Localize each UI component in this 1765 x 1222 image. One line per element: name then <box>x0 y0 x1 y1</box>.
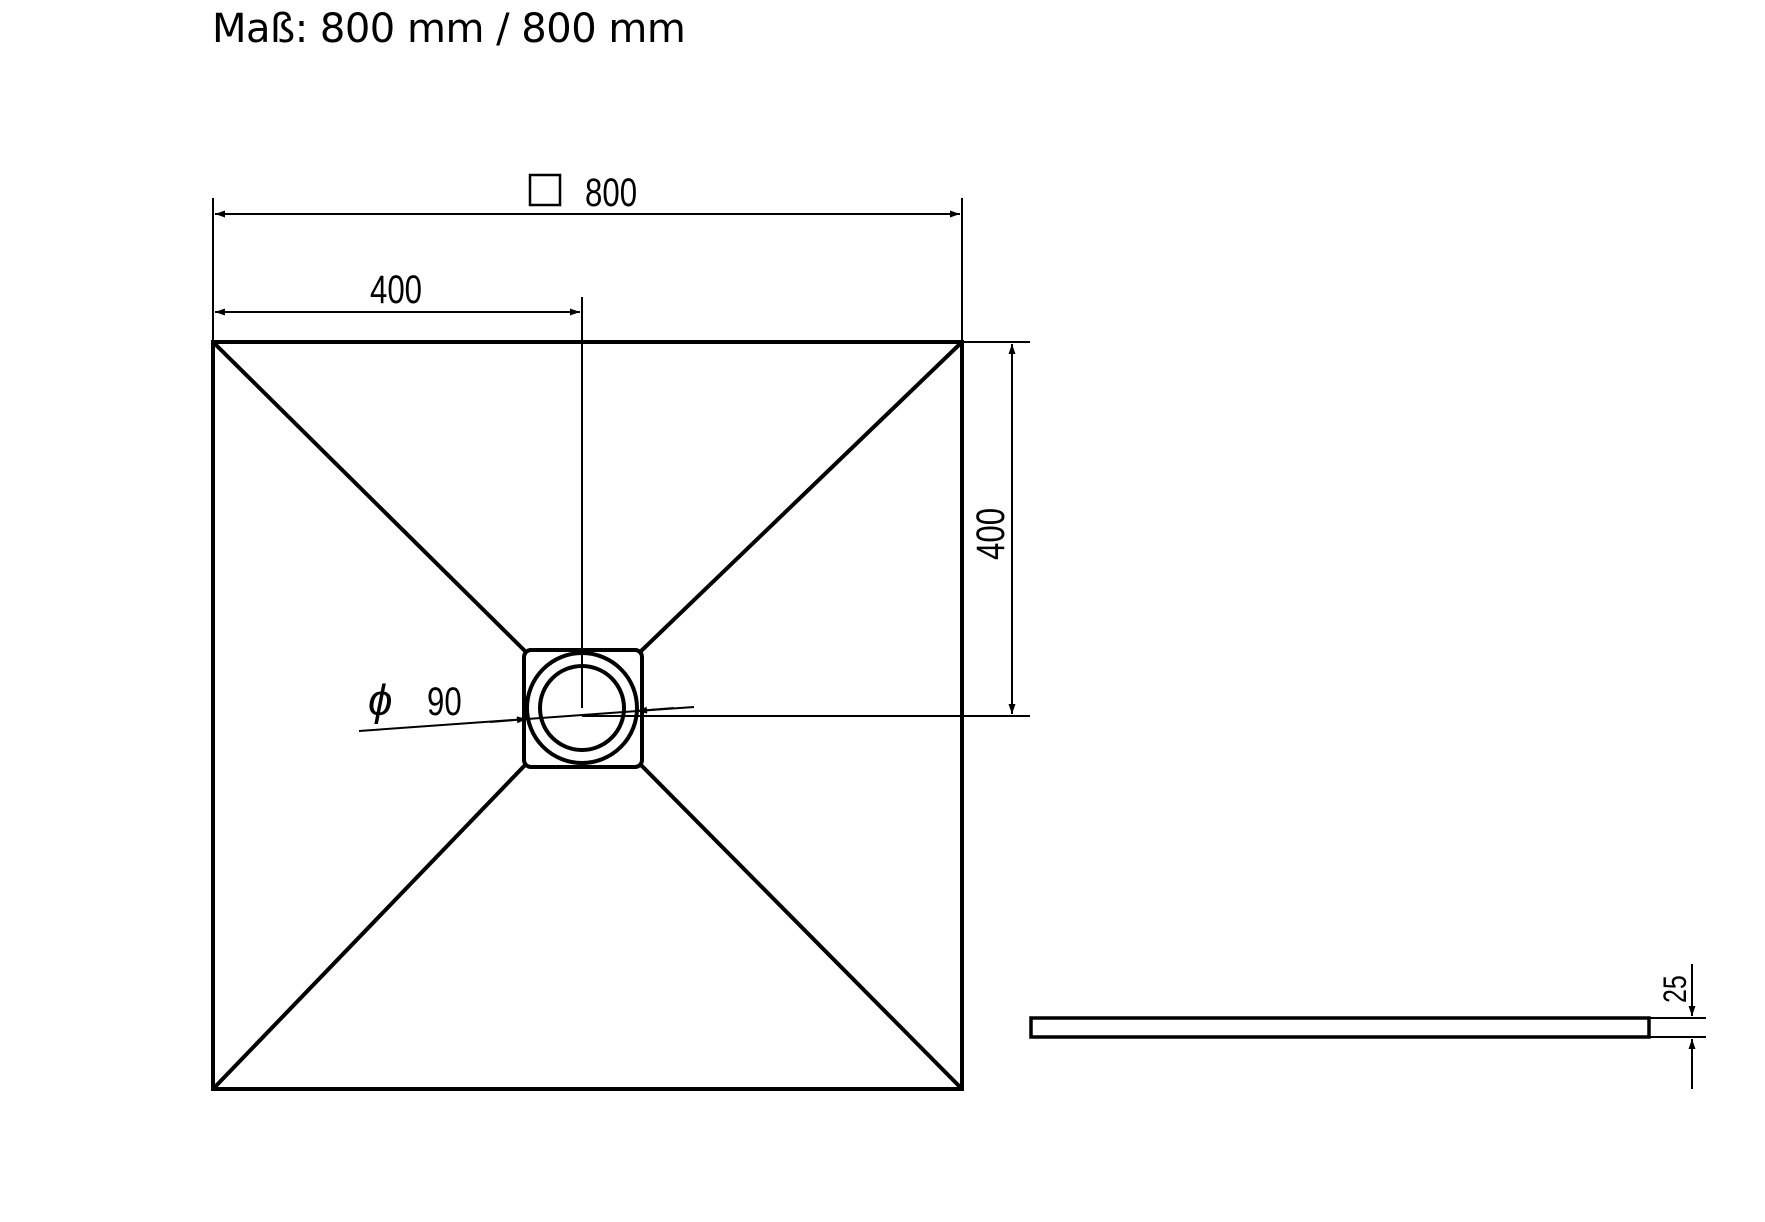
horizontal-offset-label: 400 <box>370 267 422 312</box>
tray-height-label: 25 <box>1658 975 1694 1003</box>
square-symbol-icon <box>528 173 562 207</box>
tray-side-profile <box>1029 1016 1651 1039</box>
vertical-offset-label: 400 <box>968 508 1013 560</box>
slope-line-tr <box>636 340 964 656</box>
slope-line-br <box>636 760 964 1091</box>
dimension-height <box>1649 964 1706 1089</box>
slope-line-bl <box>211 760 530 1091</box>
dimension-vertical-offset <box>582 341 1030 717</box>
top-view <box>211 340 964 1091</box>
diameter-symbol: ϕ <box>368 676 392 725</box>
dimension-title: Maß: 800 mm / 800 mm <box>212 6 686 52</box>
dimension-horizontal-offset <box>215 297 583 708</box>
overall-dimension-label: 800 <box>585 170 637 215</box>
dimension-overall <box>212 173 963 342</box>
dimension-drain-diameter <box>358 706 695 732</box>
slope-line-tl <box>211 340 530 656</box>
side-view <box>1029 1016 1651 1039</box>
drain-diameter-label: 90 <box>427 679 462 724</box>
